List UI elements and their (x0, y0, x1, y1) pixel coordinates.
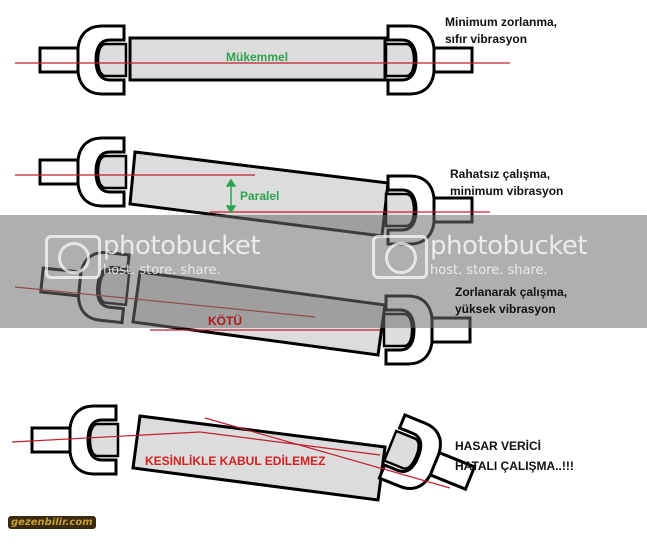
camera-icon (45, 235, 101, 279)
note-parallel: Rahatsız çalışma, minimum vibrasyon (450, 166, 563, 200)
assembly-perfect (15, 24, 510, 96)
watermark-tagline: host. store. share. (103, 263, 221, 278)
label-parallel: Paralel (240, 189, 280, 203)
note-line: yüksek vibrasyon (455, 302, 556, 316)
site-logo: gezenbilir.com (8, 516, 96, 529)
note-line: Minimum zorlanma, (445, 15, 558, 29)
watermark-tagline: host. store. share. (430, 263, 548, 278)
note-unacceptable: HASAR VERİCİ HATALI ÇALIŞMA..!!! (455, 436, 574, 476)
note-line: HATALI ÇALIŞMA..!!! (455, 459, 574, 473)
note-line: Zorlanarak çalışma, (455, 285, 568, 299)
note-line: minimum vibrasyon (450, 184, 564, 198)
watermark-brand: photobucket (103, 231, 261, 261)
note-perfect: Minimum zorlanma, sıfır vibrasyon (445, 14, 557, 48)
assembly-unacceptable (11, 404, 485, 512)
note-line: Rahatsız çalışma, (450, 167, 551, 181)
note-line: sıfır vibrasyon (445, 32, 528, 46)
note-bad: Zorlanarak çalışma, yüksek vibrasyon (455, 284, 567, 318)
watermark-band (0, 215, 647, 328)
label-unacceptable: KESİNLİKLE KABUL EDİLEMEZ (145, 454, 326, 468)
note-line: HASAR VERİCİ (455, 439, 542, 453)
parallel-offset-arrow-icon (225, 178, 237, 214)
label-bad: KÖTÜ (208, 314, 242, 328)
camera-icon (372, 235, 428, 279)
label-perfect: Mükemmel (226, 50, 289, 64)
watermark-brand: photobucket (430, 231, 588, 261)
